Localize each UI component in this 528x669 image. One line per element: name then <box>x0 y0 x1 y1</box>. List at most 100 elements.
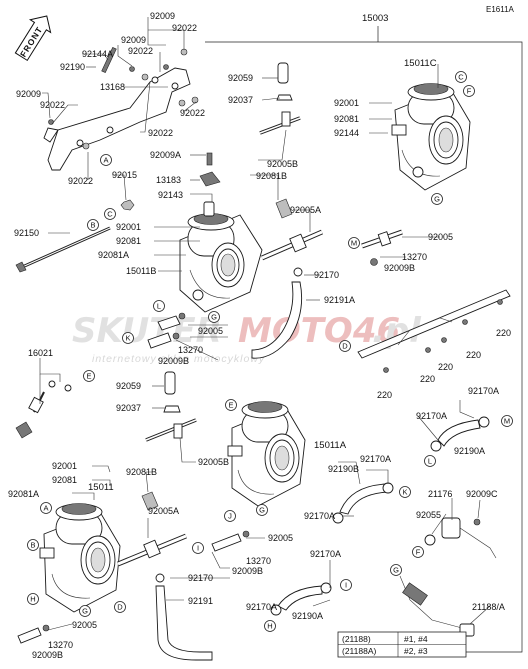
callout-B1: B <box>87 219 99 231</box>
label-92190A-2: 92190A <box>292 611 323 621</box>
label-92009B-r: 92009B <box>384 263 415 273</box>
carb-bracket <box>43 46 199 171</box>
vacuum-piston-parts-upper <box>199 62 301 219</box>
label-92081A-1: 92081A <box>98 250 129 260</box>
svg-text:G: G <box>434 195 440 204</box>
nut-92015 <box>120 199 135 211</box>
svg-text:B: B <box>30 541 35 550</box>
svg-text:A: A <box>43 504 48 513</box>
part-number-labels: E1611A 15003 92009 92022 92009 92022 921… <box>8 5 515 660</box>
callout-G3: G <box>79 605 91 617</box>
label-92005B-1: 92005B <box>267 159 298 169</box>
label-220-c: 220 <box>438 362 453 372</box>
label-92081-r: 92081 <box>334 114 359 124</box>
svg-text:C: C <box>107 210 113 219</box>
label-92009-b: 92009 <box>121 35 146 45</box>
carburetor-15011A <box>227 401 306 507</box>
screw-set-mid <box>147 312 186 349</box>
svg-text:D: D <box>117 603 123 612</box>
label-92170A-e: 92170A <box>310 549 341 559</box>
legend-row2-applies: #2, #3 <box>404 646 428 656</box>
hose-92190B <box>332 482 394 524</box>
callout-C1: C <box>104 208 116 220</box>
label-92005-low: 92005 <box>268 533 293 543</box>
label-92037-1: 92037 <box>228 95 253 105</box>
fuel-fitting-right <box>361 229 403 266</box>
label-92001-2: 92001 <box>52 461 77 471</box>
label-92059-1: 92059 <box>228 73 253 83</box>
label-92191A: 92191A <box>324 295 355 305</box>
svg-text:M: M <box>504 417 510 426</box>
label-220-b: 220 <box>466 350 481 360</box>
carburetor-15011C <box>391 83 471 191</box>
label-13168: 13168 <box>100 82 125 92</box>
callout-A1: A <box>100 154 112 166</box>
throttle-sensor-16021 <box>15 380 72 439</box>
label-92037-2: 92037 <box>116 403 141 413</box>
svg-text:A: A <box>103 156 108 165</box>
svg-text:E: E <box>228 401 233 410</box>
label-92055: 92055 <box>416 510 441 520</box>
svg-text:G: G <box>211 313 217 322</box>
sensor-21176 <box>424 517 497 559</box>
label-13270-low: 13270 <box>246 556 271 566</box>
svg-text:F: F <box>416 548 421 557</box>
svg-text:J: J <box>228 512 232 521</box>
watermark-brand-left: SKUTER <box>72 311 222 351</box>
callout-D2: D <box>114 601 126 613</box>
label-92144A: 92144A <box>82 49 113 59</box>
callout-K2: K <box>399 486 411 498</box>
callout-H1: H <box>27 593 39 605</box>
label-92022-top: 92022 <box>172 23 197 33</box>
label-92009B-low: 92009B <box>232 566 263 576</box>
applicability-legend: (21188) #1, #4 (21188A) #2, #3 <box>337 631 467 658</box>
label-92022-low: 92022 <box>68 176 93 186</box>
label-15003: 15003 <box>362 13 388 24</box>
legend-row2-part: (21188A) <box>342 646 377 656</box>
callout-F2: F <box>412 546 424 558</box>
svg-text:E: E <box>86 372 91 381</box>
label-13270-r: 13270 <box>402 252 427 262</box>
svg-text:L: L <box>157 302 161 311</box>
callout-G4: G <box>256 504 268 516</box>
sensor-21188 <box>399 575 475 637</box>
carburetor-15011B <box>179 201 263 313</box>
callout-G1: G <box>431 193 443 205</box>
label-92015: 92015 <box>112 170 137 180</box>
label-92022-l: 92022 <box>40 100 65 110</box>
label-92081A-2: 92081A <box>8 489 39 499</box>
figure-id: E1611A <box>486 5 515 14</box>
label-15011: 15011 <box>88 482 114 493</box>
label-92191: 92191 <box>188 596 213 606</box>
svg-text:I: I <box>345 581 347 590</box>
label-92143: 92143 <box>158 190 183 200</box>
hose-92191A <box>251 281 303 359</box>
label-92009A-1: 92009A <box>150 150 181 160</box>
label-92170A-d: 92170A <box>304 511 335 521</box>
label-92009B-bl: 92009B <box>32 650 63 660</box>
choke-linkage-rail <box>357 289 511 373</box>
front-arrow: FRONT <box>14 15 52 62</box>
callout-J1: J <box>224 510 236 522</box>
watermark-brand-right: MOTO46 <box>238 311 400 351</box>
callout-E1: E <box>83 370 95 382</box>
leader-lines <box>39 17 491 631</box>
label-92022-r2: 92022 <box>148 128 173 138</box>
callout-F1: F <box>463 85 475 97</box>
label-92022-r1: 92022 <box>180 108 205 118</box>
fuel-fitting-upper <box>261 229 323 277</box>
label-220-d: 220 <box>420 374 435 384</box>
callout-K1: K <box>122 332 134 344</box>
callout-I2: I <box>340 579 352 591</box>
label-21188A: 21188/A <box>472 602 505 612</box>
label-21176: 21176 <box>428 489 452 499</box>
callout-E2: E <box>225 399 237 411</box>
svg-text:M: M <box>351 239 357 248</box>
svg-text:K: K <box>125 334 130 343</box>
label-92081B-2: 92081B <box>126 467 157 477</box>
legend-row1-applies: #1, #4 <box>404 634 428 644</box>
callout-M1: M <box>348 237 360 249</box>
label-13183: 13183 <box>156 175 181 185</box>
label-92009-l: 92009 <box>16 89 41 99</box>
